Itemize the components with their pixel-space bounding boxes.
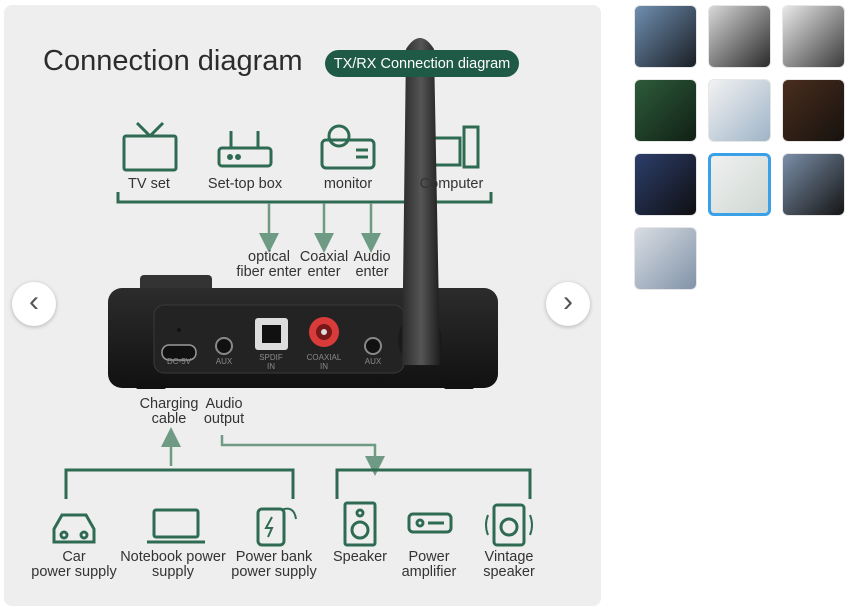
next-image-button[interactable]: ›: [546, 282, 590, 326]
thumbnail-5[interactable]: [708, 79, 771, 142]
computer-label: Computer: [419, 176, 484, 192]
thumbnail-9[interactable]: [782, 153, 845, 216]
previous-image-button[interactable]: ‹: [12, 282, 56, 326]
car-icon: [52, 513, 96, 544]
power-bank-icon: [256, 507, 297, 547]
thumbnail-8-selected[interactable]: [708, 153, 771, 216]
laptop-icon: [147, 508, 205, 544]
tv-label: TV set: [128, 176, 170, 192]
dc-port-label: DC-5V: [166, 357, 191, 366]
chevron-right-icon: ›: [563, 285, 573, 318]
thumbnail-1[interactable]: [634, 5, 697, 68]
diagram-graphic: [52, 38, 533, 547]
antenna-graphic: [398, 38, 442, 365]
chevron-left-icon: ‹: [29, 285, 39, 318]
main-product-image: Connection diagram TX/RX Connection diag…: [4, 5, 601, 606]
speaker-label: Speaker: [332, 549, 387, 565]
aux-port-label: AUX: [215, 357, 233, 366]
thumbnail-3[interactable]: [782, 5, 845, 68]
thumbnail-4[interactable]: [634, 79, 697, 142]
tv-icon: [122, 121, 178, 172]
thumbnail-2[interactable]: [708, 5, 771, 68]
speaker-icon: [343, 501, 377, 547]
aux-port-label-2: AUX: [364, 357, 382, 366]
thumbnail-10[interactable]: [634, 227, 697, 290]
amplifier-icon: [407, 512, 453, 534]
page-title: Connection diagram: [43, 45, 303, 77]
router-icon: [217, 131, 273, 168]
thumbnail-6[interactable]: [782, 79, 845, 142]
vintage-speaker-icon: [485, 503, 533, 547]
projector-icon: [320, 124, 376, 170]
set-top-box-label: Set-top box: [207, 176, 283, 192]
monitor-label: monitor: [323, 176, 373, 192]
diagram-type-badge: TX/RX Connection diagram: [325, 50, 519, 77]
thumbnail-7[interactable]: [634, 153, 697, 216]
